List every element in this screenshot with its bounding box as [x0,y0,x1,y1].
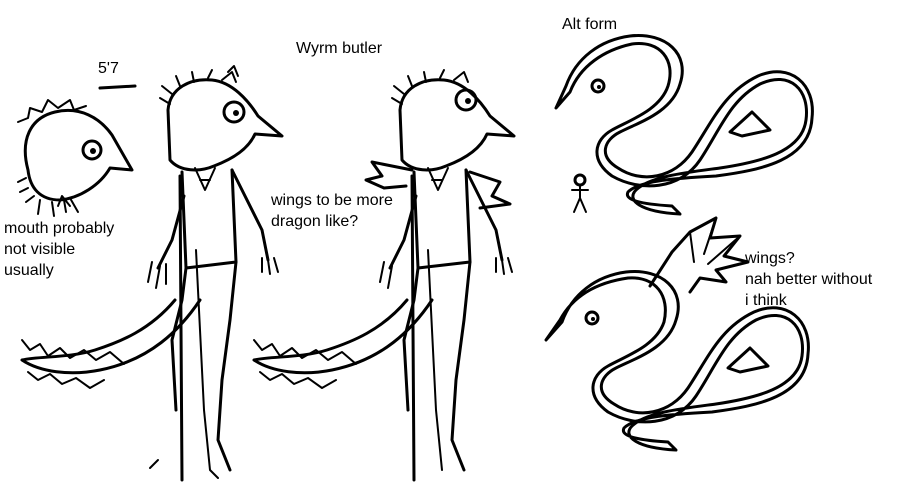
butler-figure-2 [252,69,516,482]
alt-form-label: Alt form [562,16,618,33]
page-title: Wyrm butler [296,40,383,57]
serpent-form-bottom [544,216,810,452]
head-closeup [17,99,134,217]
butler-figure-1 [20,65,284,482]
mouth-note: mouth probably not visible usually [4,220,115,279]
wings-answer-note: wings? nah better without i think [745,250,873,309]
serpent-form-top [554,34,814,216]
height-marker [98,84,137,90]
scale-human [571,173,589,213]
height-label: 5'7 [98,60,119,77]
wings-question-note: wings to be more dragon like? [271,192,393,230]
